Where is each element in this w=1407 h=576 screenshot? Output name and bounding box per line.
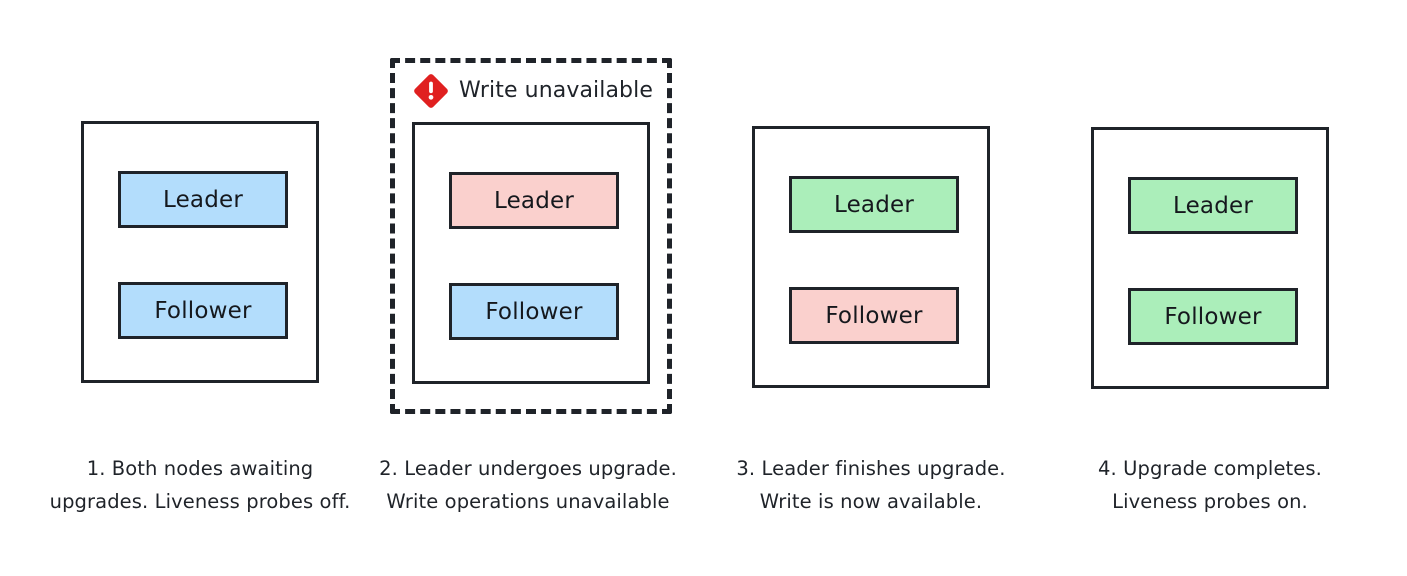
role-chip-leader-3[interactable]: Leader (789, 176, 959, 233)
role-chip-follower-1[interactable]: Follower (118, 282, 288, 339)
role-chip-follower-2[interactable]: Follower (449, 283, 619, 340)
caption-2: 2. Leader undergoes upgrade. Write opera… (352, 452, 704, 518)
caption-2-line-2: Write operations unavailable (386, 490, 670, 513)
node-container-4: Leader Follower (1091, 127, 1329, 389)
write-unavailable-label: Write unavailable (459, 78, 653, 103)
caption-2-line-1: 2. Leader undergoes upgrade. (379, 457, 677, 480)
role-chip-follower-4[interactable]: Follower (1128, 288, 1298, 345)
step-4-group: Leader Follower 4. Upgrade completes. Li… (1034, 0, 1386, 576)
role-chip-follower-3[interactable]: Follower (789, 287, 959, 344)
failure-boundary-dashed (390, 58, 672, 414)
caption-4-line-2: Liveness probes on. (1112, 490, 1308, 513)
caption-3: 3. Leader finishes upgrade. Write is now… (695, 452, 1047, 518)
warning-diamond-icon (412, 72, 450, 110)
caption-4-line-1: 4. Upgrade completes. (1098, 457, 1322, 480)
role-chip-leader-1[interactable]: Leader (118, 171, 288, 228)
caption-4: 4. Upgrade completes. Liveness probes on… (1034, 452, 1386, 518)
role-chip-leader-4[interactable]: Leader (1128, 177, 1298, 234)
role-chip-leader-2[interactable]: Leader (449, 172, 619, 229)
node-container-2: Leader Follower (412, 122, 650, 384)
caption-1-line-1: 1. Both nodes awaiting (86, 457, 314, 480)
step-3-group: Leader Follower 3. Leader finishes upgra… (695, 0, 1047, 576)
node-container-1: Leader Follower (81, 121, 319, 383)
write-unavailable-banner: Write unavailable (412, 70, 653, 112)
caption-3-line-1: 3. Leader finishes upgrade. (736, 457, 1006, 480)
caption-1-line-2: upgrades. Liveness probes off. (49, 490, 351, 513)
step-1-group: Leader Follower 1. Both nodes awaiting u… (24, 0, 376, 576)
caption-1: 1. Both nodes awaiting upgrades. Livenes… (24, 452, 376, 518)
caption-3-line-2: Write is now available. (759, 490, 983, 513)
node-container-3: Leader Follower (752, 126, 990, 388)
step-2-group: Write unavailable Leader Follower 2. Lea… (352, 0, 704, 576)
